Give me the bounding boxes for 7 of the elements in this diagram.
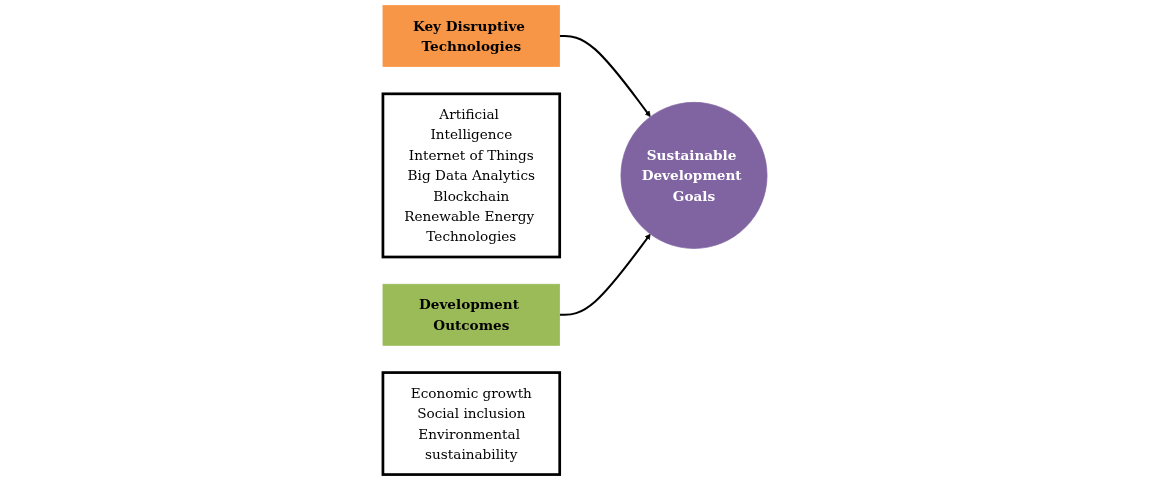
node-circle: Sustainable Development Goals (620, 101, 768, 249)
arrow (559, 233, 651, 316)
node-box: Artificial Intelligence Internet of Things Big Data Analytics Blockchain Renewable Energy Technologies (381, 92, 562, 259)
node-box: Key Disruptive Technologies (382, 5, 561, 67)
arrow (559, 35, 651, 118)
node-box: Economic growth Social inclusion Environmental sustainability (381, 371, 562, 476)
node-box: Development Outcomes (382, 283, 561, 346)
